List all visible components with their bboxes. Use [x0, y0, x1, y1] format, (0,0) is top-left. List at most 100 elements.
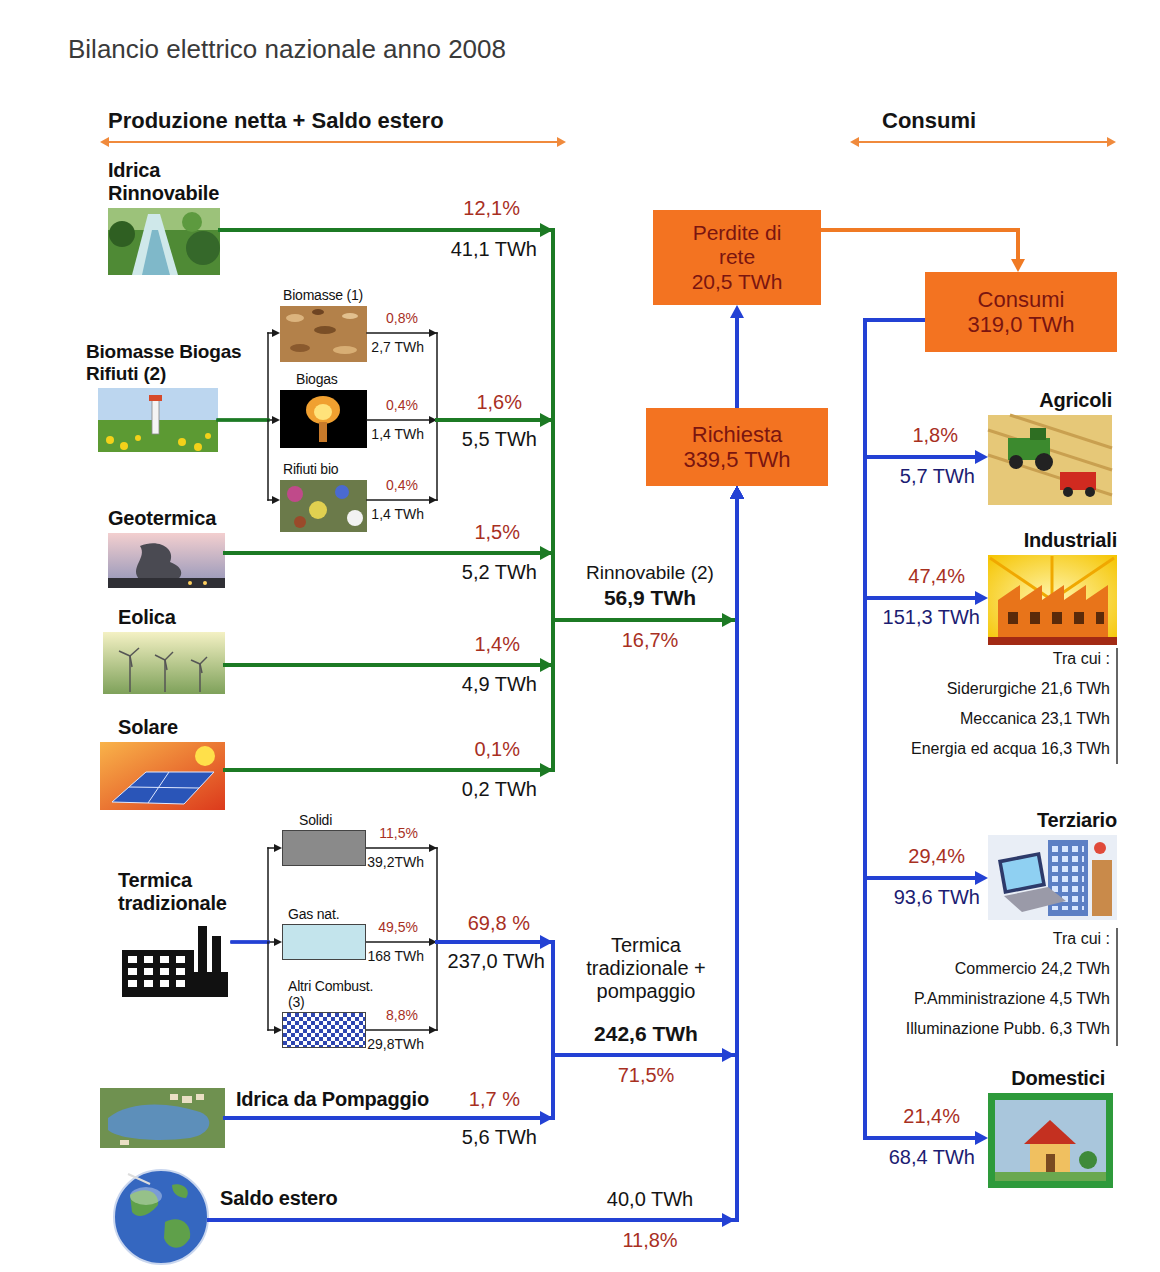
label-anchor: 71,5% — [591, 1064, 701, 1087]
hydro-picture — [132, 214, 178, 275]
flow-line — [436, 420, 438, 500]
wind-picture — [103, 632, 225, 694]
biomass-picture — [149, 395, 162, 401]
flow-line — [735, 317, 739, 408]
heading-anchor: Agricoli — [1002, 389, 1112, 412]
label-anchor: 1,5% — [474, 521, 520, 544]
hydro-picture — [109, 221, 135, 247]
households-picture — [1030, 1142, 1070, 1172]
label-anchor: 56,9 TWh — [572, 586, 728, 610]
picture-node: Solare — [100, 742, 225, 810]
label-anchor: P.Amministrazione 4,5 TWh — [914, 990, 1110, 1008]
solar-picture — [195, 746, 215, 766]
woodchip-picture — [342, 313, 358, 319]
flow-connector — [821, 230, 1025, 272]
flow-value: 29,8TWh — [367, 1036, 424, 1052]
picture-node: Geotermica — [108, 533, 225, 588]
flow-arrowhead — [274, 938, 282, 946]
flow-arrowhead — [730, 486, 744, 499]
heading-anchor: Saldo estero — [220, 1187, 370, 1210]
thermal-plant-picture — [118, 918, 232, 997]
flow-line — [865, 455, 976, 459]
industry-picture — [1052, 612, 1062, 624]
solar-picture — [148, 772, 169, 803]
box-text: Consumi — [978, 287, 1065, 312]
flow-connector — [218, 416, 280, 424]
label-anchor: Consumi — [882, 108, 976, 133]
agriculture-picture — [988, 415, 1112, 505]
flow-arrowhead — [730, 486, 744, 499]
flow-line — [437, 940, 553, 944]
flow-line — [437, 940, 553, 944]
woodchip-picture — [333, 346, 357, 354]
flow-value: 242,6 TWh — [571, 1022, 721, 1046]
part-label: Altri Combust. (3) — [288, 978, 388, 1010]
wind-picture — [130, 656, 132, 667]
picture-node: Saldo estero — [113, 1170, 209, 1265]
flow-value: 16,7% — [595, 629, 705, 652]
flow-arrowhead — [730, 486, 744, 499]
industry-picture — [990, 558, 1052, 600]
services-picture — [1002, 856, 1042, 890]
flow-value: 0,4% — [386, 477, 418, 493]
label-anchor: 1,4% — [474, 633, 520, 656]
flow-value: 69,8 % — [468, 912, 530, 935]
agriculture-picture — [1009, 455, 1023, 469]
flow-value: 0,1% — [474, 738, 520, 761]
thermal-plant-picture — [194, 972, 228, 997]
geothermal-picture — [108, 533, 225, 588]
section-heading: Produzione netta + Saldo estero — [108, 108, 444, 133]
flow-value: 0,8% — [386, 310, 418, 326]
industry-picture — [1030, 612, 1040, 624]
households-picture — [995, 1172, 1106, 1181]
flow-value: 40,0 TWh — [585, 1188, 715, 1211]
picture-node: Agricoli — [988, 415, 1112, 505]
services-picture — [988, 835, 1117, 920]
flow-connector — [209, 486, 744, 1220]
flow-arrowhead — [272, 416, 280, 424]
part-label: Gas nat. — [288, 906, 378, 922]
households-picture — [1046, 1154, 1055, 1172]
flow-line — [553, 618, 737, 622]
flow-line — [551, 553, 555, 620]
label-anchor: 41,1 TWh — [451, 238, 537, 261]
flow-value: 5,7 TWh — [900, 465, 975, 488]
flow-arrowhead — [730, 486, 744, 499]
flow-value: 5,2 TWh — [462, 561, 537, 584]
flow-value: 5,5 TWh — [462, 428, 537, 451]
flow-connector — [865, 320, 988, 605]
industry-picture — [988, 637, 1117, 645]
flow-value: Energia ed acqua 16,3 TWh — [911, 740, 1110, 758]
flow-line — [225, 768, 553, 772]
services-picture — [1092, 860, 1112, 916]
flow-arrowhead — [730, 486, 744, 499]
flow-value: Siderurgiche 21,6 TWh — [947, 680, 1110, 698]
biomass-picture — [178, 438, 186, 446]
heading-anchor: Domestici — [985, 1067, 1105, 1090]
flow-value: 237,0 TWh — [448, 950, 545, 973]
wind-picture — [200, 664, 202, 673]
flow-line — [267, 333, 269, 420]
label-anchor: Energia ed acqua 16,3 TWh — [911, 740, 1110, 758]
heading-anchor: Gas nat. — [288, 906, 378, 922]
label-anchor: 0,4% — [386, 397, 418, 413]
flow-line — [220, 228, 553, 232]
picture-node: Biomasse (1) — [280, 306, 367, 362]
globe-picture — [164, 1219, 190, 1247]
flow-value: 1,4% — [474, 633, 520, 656]
flow-line — [551, 420, 555, 620]
wind-picture — [103, 632, 225, 694]
label-anchor: Termica tradizionale + pompaggio — [566, 934, 726, 1003]
industry-picture — [998, 585, 1108, 640]
flow-line — [551, 1055, 555, 1118]
flow-line — [553, 1053, 737, 1057]
industry-picture — [988, 555, 1117, 645]
flow-line — [551, 420, 555, 620]
flow-connector — [366, 486, 744, 1055]
flow-value: 0,2 TWh — [462, 778, 537, 801]
flow-line — [366, 1029, 437, 1031]
flow-value: Termica tradizionale + pompaggio — [566, 934, 726, 1003]
agriculture-picture — [1035, 453, 1053, 471]
flow-line — [367, 332, 437, 334]
